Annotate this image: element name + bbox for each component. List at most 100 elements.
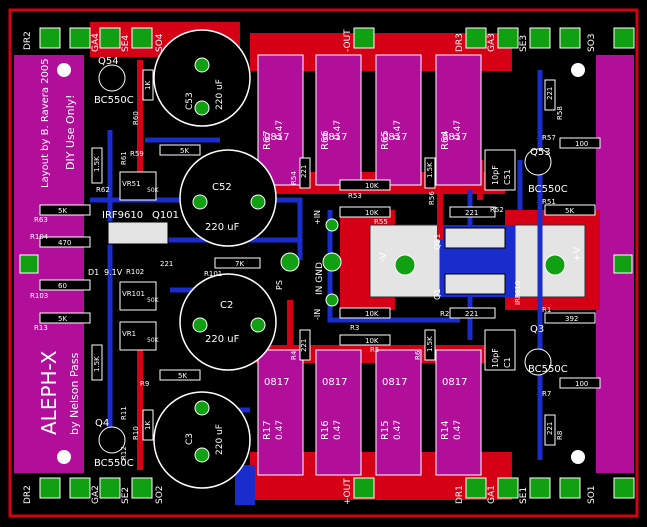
svg-text:Q3: Q3 (530, 324, 544, 335)
svg-text:R4: R4 (290, 350, 298, 360)
svg-text:1K: 1K (144, 421, 152, 430)
svg-text:470: 470 (58, 239, 71, 247)
svg-text:IRF9610: IRF9610 (102, 210, 143, 221)
svg-text:R12: R12 (120, 446, 128, 460)
blue-pour-bottom (235, 465, 255, 505)
svg-text:R62: R62 (96, 186, 110, 194)
svg-text:R8: R8 (556, 431, 564, 440)
svg-text:IRF610: IRF610 (514, 281, 522, 305)
svg-text:R67: R67 (262, 130, 273, 150)
svg-text:R103: R103 (30, 292, 48, 300)
svg-text:DR3: DR3 (455, 33, 465, 52)
svg-text:100: 100 (575, 380, 588, 388)
svg-text:R3: R3 (350, 324, 359, 332)
svg-text:220 uF: 220 uF (205, 334, 240, 345)
svg-text:BC550C: BC550C (94, 458, 134, 469)
svg-text:R58: R58 (556, 106, 564, 120)
svg-text:Q1: Q1 (433, 289, 442, 300)
power-resistor-r66 (315, 54, 362, 186)
svg-text:R104: R104 (30, 233, 49, 241)
power-resistor-r17 (257, 349, 304, 476)
svg-text:C1: C1 (503, 357, 512, 368)
power-resistors-bottom (257, 349, 482, 476)
svg-text:R59: R59 (130, 150, 144, 158)
svg-text:R55: R55 (374, 218, 388, 226)
svg-text:Q101: Q101 (152, 210, 179, 221)
svg-text:C2: C2 (220, 300, 233, 311)
svg-text:R65: R65 (380, 130, 391, 150)
board-title: ALEPH-X (37, 350, 61, 435)
svg-text:0817: 0817 (442, 132, 467, 143)
svg-text:DR1: DR1 (455, 485, 465, 504)
svg-text:R14: R14 (440, 420, 451, 440)
svg-text:R6: R6 (414, 350, 422, 360)
svg-text:R64: R64 (440, 130, 451, 150)
svg-text:GA4: GA4 (91, 33, 101, 52)
svg-text:GA2: GA2 (91, 485, 101, 504)
svg-text:R2: R2 (440, 310, 449, 318)
svg-text:220 uF: 220 uF (205, 222, 240, 233)
svg-text:DR2: DR2 (23, 31, 33, 50)
svg-text:VR1: VR1 (122, 330, 136, 338)
svg-text:R53: R53 (348, 192, 362, 200)
svg-text:0.47: 0.47 (333, 120, 343, 140)
svg-text:221: 221 (160, 260, 173, 268)
svg-text:R102: R102 (126, 268, 144, 276)
svg-text:R61: R61 (120, 151, 128, 165)
svg-text:Q51: Q51 (433, 234, 442, 250)
svg-text:5K: 5K (565, 207, 574, 215)
svg-text:10K: 10K (365, 310, 379, 318)
diy-text: DIY Use Only! (64, 94, 77, 170)
svg-text:392: 392 (565, 315, 578, 323)
power-resistor-r64 (435, 54, 482, 186)
svg-text:221: 221 (465, 209, 478, 217)
svg-text:VR101: VR101 (122, 290, 145, 298)
svg-text:220 uF: 220 uF (215, 79, 225, 110)
cap-c53 (153, 29, 251, 127)
svg-text:0.47: 0.47 (275, 120, 285, 140)
svg-text:R57: R57 (542, 134, 556, 142)
svg-text:10K: 10K (365, 182, 379, 190)
top-connector-pads (19, 27, 635, 499)
svg-text:C3: C3 (185, 433, 195, 445)
svg-text:R51: R51 (542, 198, 556, 206)
svg-text:R13: R13 (34, 324, 48, 332)
svg-text:SE4: SE4 (121, 35, 131, 52)
svg-text:BC550C: BC550C (528, 364, 568, 375)
svg-text:BC550C: BC550C (94, 95, 134, 106)
svg-text:-IN: -IN (313, 309, 322, 320)
svg-text:R15: R15 (380, 420, 391, 440)
svg-text:SE2: SE2 (121, 487, 131, 504)
electrolytic-capacitors (153, 29, 277, 489)
cap-c52 (179, 149, 277, 247)
svg-text:IN GND: IN GND (315, 262, 325, 295)
svg-text:0.47: 0.47 (333, 420, 343, 440)
svg-text:0.47: 0.47 (453, 120, 463, 140)
svg-text:GA3: GA3 (487, 33, 497, 52)
svg-text:D1: D1 (88, 268, 99, 277)
svg-text:0817: 0817 (382, 132, 407, 143)
svg-text:0817: 0817 (382, 377, 407, 388)
layout-credit-text: Layout by B. Ravera 2005 (40, 58, 51, 188)
svg-text:R5: R5 (370, 346, 379, 354)
svg-text:SO1: SO1 (587, 485, 597, 504)
svg-text:50K: 50K (147, 337, 160, 344)
svg-text:1.5K: 1.5K (426, 336, 434, 352)
svg-text:-V: -V (378, 252, 389, 262)
svg-text:DR2: DR2 (23, 485, 33, 504)
svg-text:R52: R52 (490, 206, 504, 214)
svg-text:-OUT: -OUT (343, 29, 353, 52)
svg-text:+OUT: +OUT (343, 478, 353, 505)
svg-text:10K: 10K (365, 337, 379, 345)
power-resistor-r65 (375, 54, 422, 186)
svg-text:R56: R56 (428, 191, 436, 205)
svg-text:5K: 5K (58, 315, 67, 323)
power-resistor-r16 (315, 349, 362, 476)
svg-text:221: 221 (546, 422, 554, 435)
svg-text:SO2: SO2 (155, 485, 165, 504)
svg-text:SE1: SE1 (519, 487, 529, 504)
svg-text:10K: 10K (365, 209, 379, 217)
svg-text:R10: R10 (132, 426, 140, 440)
svg-text:Q54: Q54 (98, 56, 119, 67)
svg-text:60: 60 (58, 282, 67, 290)
